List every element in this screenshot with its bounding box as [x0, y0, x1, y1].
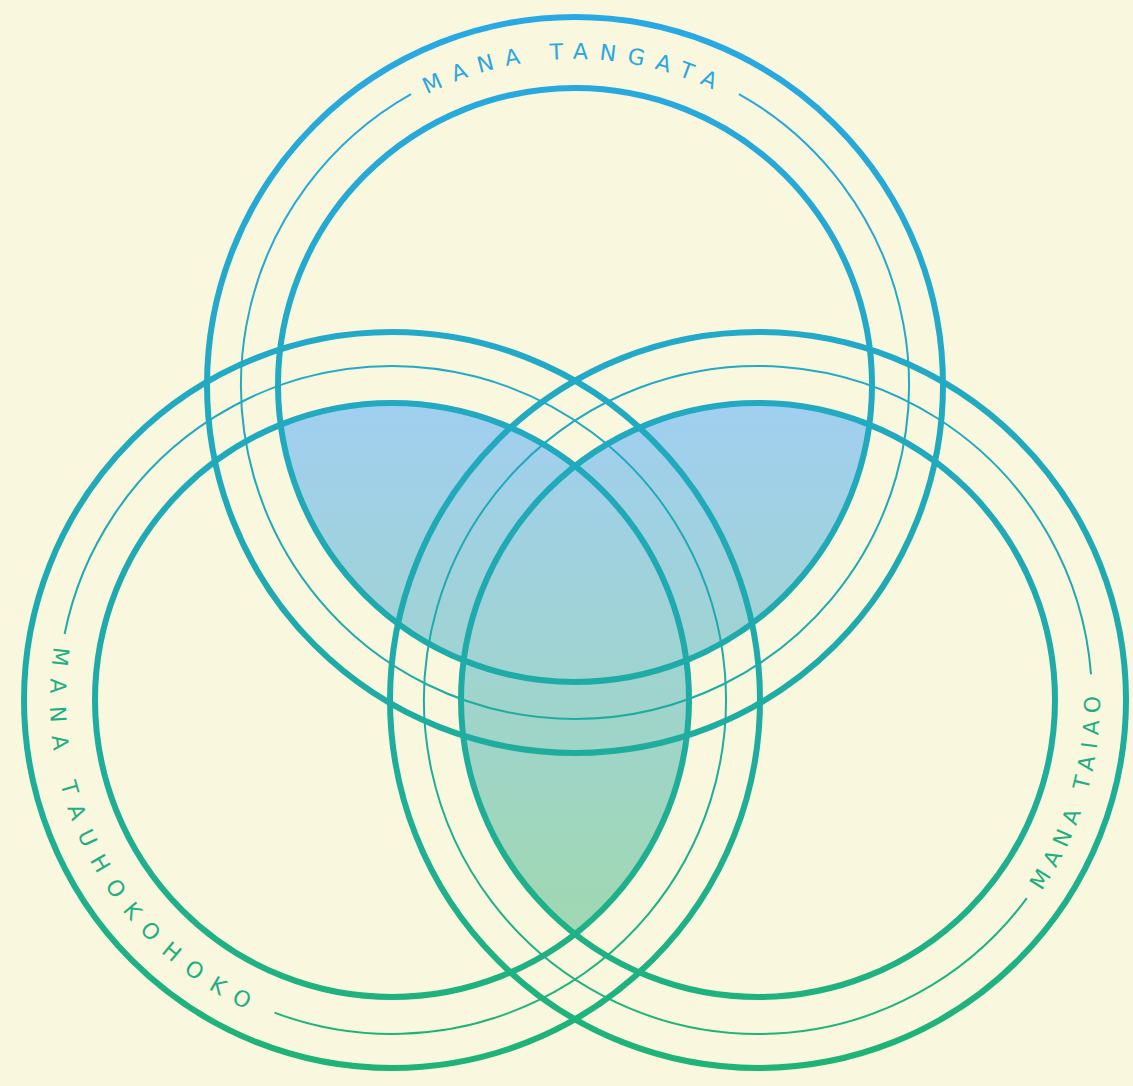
outer-ring: [207, 17, 943, 753]
ring-label: MANA TANGATA: [419, 39, 732, 99]
ring-node: MANA TAIAO: [384, 326, 1132, 1074]
inner-ring: [278, 88, 872, 682]
ring-label: MANA TAUHOKOHOKO: [45, 646, 267, 1020]
outer-ring: [390, 332, 1126, 1068]
ring-node: MANA TANGATA: [201, 11, 949, 759]
inner-ring: [461, 403, 1055, 997]
thin-ring: [424, 366, 1091, 1034]
ring-outline: MANA TANGATA: [201, 11, 949, 759]
ring-label: MANA TAIAO: [1025, 688, 1105, 894]
ring-outline: MANA TAIAO: [384, 326, 1132, 1074]
